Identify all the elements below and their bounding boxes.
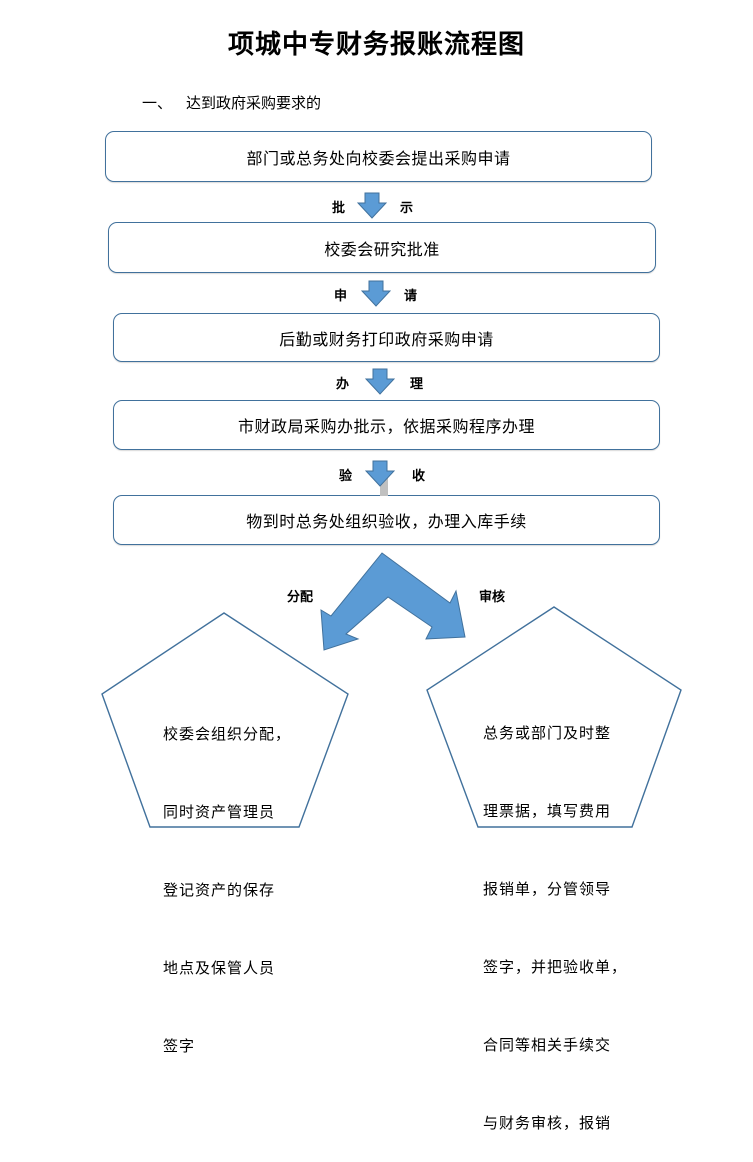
step-text: 物到时总务处组织验收，办理入库手续 — [246, 512, 527, 531]
section-heading: 一、达到政府采购要求的 — [142, 93, 321, 113]
text-line: 理票据，填写费用 — [483, 802, 612, 820]
step-text: 后勤或财务打印政府采购申请 — [279, 329, 494, 349]
connector-left-label: 申 — [334, 289, 348, 304]
text-line: 合同等相关手续交 — [483, 1036, 612, 1054]
connector-inspect: 验 收 — [0, 460, 753, 488]
outcome-distribute-text: 校委会组织分配， 同时资产管理员 登记资产的保存 地点及保管人员 签字 — [163, 669, 291, 1085]
connector-left-label: 验 — [339, 469, 353, 484]
step-text: 部门或总务处向校委会提出采购申请 — [246, 148, 511, 168]
connector-approve: 批 示 — [0, 192, 753, 220]
connector-right-label: 请 — [404, 289, 418, 304]
outcome-review-text: 总务或部门及时整 理票据，填写费用 报销单，分管领导 签字，并把验收单， 合同等… — [483, 668, 627, 1162]
connector-gray-bar — [380, 478, 388, 496]
text-line: 签字 — [163, 1037, 196, 1055]
connector-apply: 申 请 — [0, 280, 753, 308]
step-box-3: 后勤或财务打印政府采购申请 — [113, 313, 660, 362]
down-arrow-icon — [361, 280, 391, 307]
step-box-1: 部门或总务处向校委会提出采购申请 — [105, 131, 652, 182]
step-box-2: 校委会研究批准 — [108, 222, 656, 273]
split-label-distribute: 分配 — [287, 590, 314, 605]
connector-left-label: 批 — [332, 201, 346, 216]
down-arrow-icon — [357, 192, 387, 219]
text-line: 地点及保管人员 — [163, 959, 276, 977]
step-box-4: 市财政局采购办批示，依据采购程序办理 — [113, 400, 660, 450]
text-line: 签字，并把验收单， — [483, 958, 628, 976]
text-line: 报销单，分管领导 — [483, 880, 612, 898]
text-line: 登记资产的保存 — [163, 881, 276, 899]
down-arrow-icon — [365, 460, 395, 487]
section-number: 一、 — [142, 94, 173, 112]
connector-left-label: 办 — [336, 377, 350, 392]
section-heading-text: 达到政府采购要求的 — [186, 94, 322, 112]
text-line: 同时资产管理员 — [163, 803, 276, 821]
connector-right-label: 示 — [400, 201, 414, 216]
split-arrow-icon — [320, 552, 466, 651]
page-title: 项城中专财务报账流程图 — [227, 30, 525, 60]
step-text: 市财政局采购办批示，依据采购程序办理 — [237, 417, 535, 436]
down-arrow-icon — [365, 368, 395, 395]
connector-right-label: 理 — [410, 377, 424, 392]
split-label-review: 审核 — [479, 590, 506, 605]
step-box-5: 物到时总务处组织验收，办理入库手续 — [113, 495, 660, 545]
step-text: 校委会研究批准 — [324, 239, 440, 259]
text-line: 校委会组织分配， — [163, 725, 292, 743]
connector-handle: 办 理 — [0, 368, 753, 396]
text-line: 总务或部门及时整 — [483, 724, 612, 742]
text-line: 与财务审核，报销 — [483, 1114, 612, 1132]
connector-right-label: 收 — [412, 469, 426, 484]
